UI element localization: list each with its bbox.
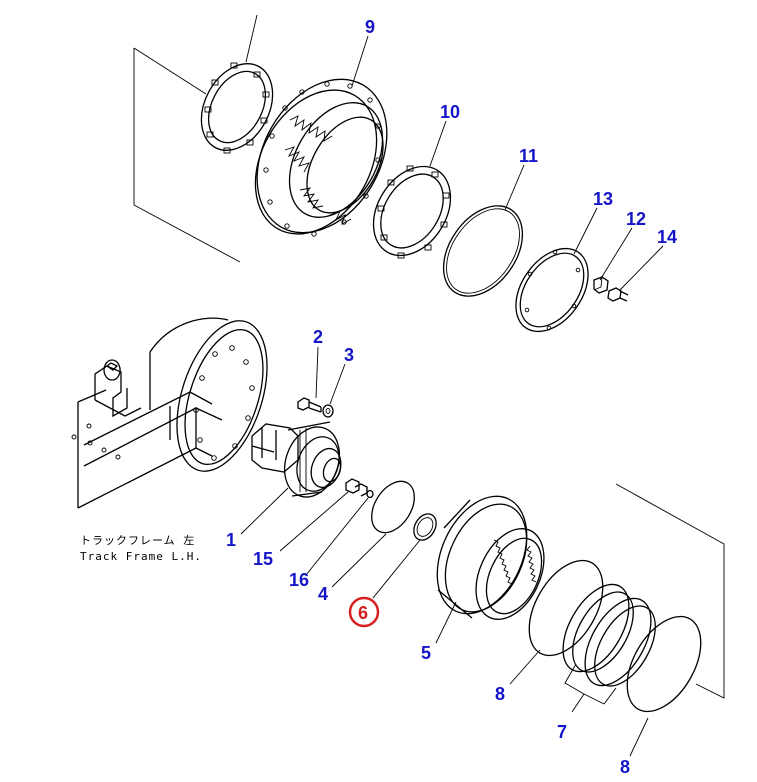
callout-6-highlight-ring (348, 596, 380, 628)
part-8-o-ring-second (626, 615, 702, 713)
callout-4: 4 (318, 584, 328, 604)
callout-14: 14 (657, 227, 677, 247)
upper-reference-plane (133, 47, 241, 263)
part-11-o-ring (442, 205, 524, 297)
callout-3: 3 (344, 345, 354, 365)
part-1-travel-motor (251, 421, 342, 498)
part-15-fitting (345, 478, 368, 497)
part-5-hub (436, 495, 545, 620)
lower-reference-plane (615, 483, 725, 699)
callout-11: 11 (519, 146, 538, 166)
callout-5: 5 (421, 643, 431, 663)
callout-15: 15 (253, 549, 273, 569)
leader-lines (240, 14, 664, 757)
callout-labels: 9 10 11 13 12 14 2 3 1 15 16 4 6 5 8 7 8 (226, 17, 677, 777)
callout-1: 1 (226, 530, 236, 550)
part-12-plug (593, 276, 609, 294)
part-9-sprocket (254, 78, 388, 237)
part-10-ring (372, 165, 452, 259)
track-frame (71, 317, 268, 509)
part-8-o-ring-first (528, 559, 604, 657)
callout-10: 10 (440, 102, 460, 122)
callout-6: 6 (358, 603, 368, 623)
frame-label-english: Track Frame L.H. (80, 550, 202, 563)
callout-12: 12 (626, 209, 646, 229)
callout-9: 9 (365, 17, 375, 37)
part-16-seal (366, 489, 374, 499)
part-3-washer (322, 404, 334, 418)
callout-7: 7 (557, 722, 567, 742)
part-7-floating-seal (562, 583, 656, 687)
part-2-bolt (297, 397, 322, 413)
part-13-cover (515, 247, 589, 333)
part-9-ring-small (200, 62, 274, 154)
part-6-ring (413, 513, 437, 541)
part-14-bolt (607, 287, 629, 302)
callout-2: 2 (313, 327, 323, 347)
frame-label-japanese: トラックフレーム 左 (80, 534, 195, 547)
part-4-o-ring (371, 480, 415, 534)
callout-16: 16 (289, 570, 309, 590)
callout-8-second: 8 (620, 757, 630, 777)
callout-8-first: 8 (495, 684, 505, 704)
callout-13: 13 (593, 189, 613, 209)
